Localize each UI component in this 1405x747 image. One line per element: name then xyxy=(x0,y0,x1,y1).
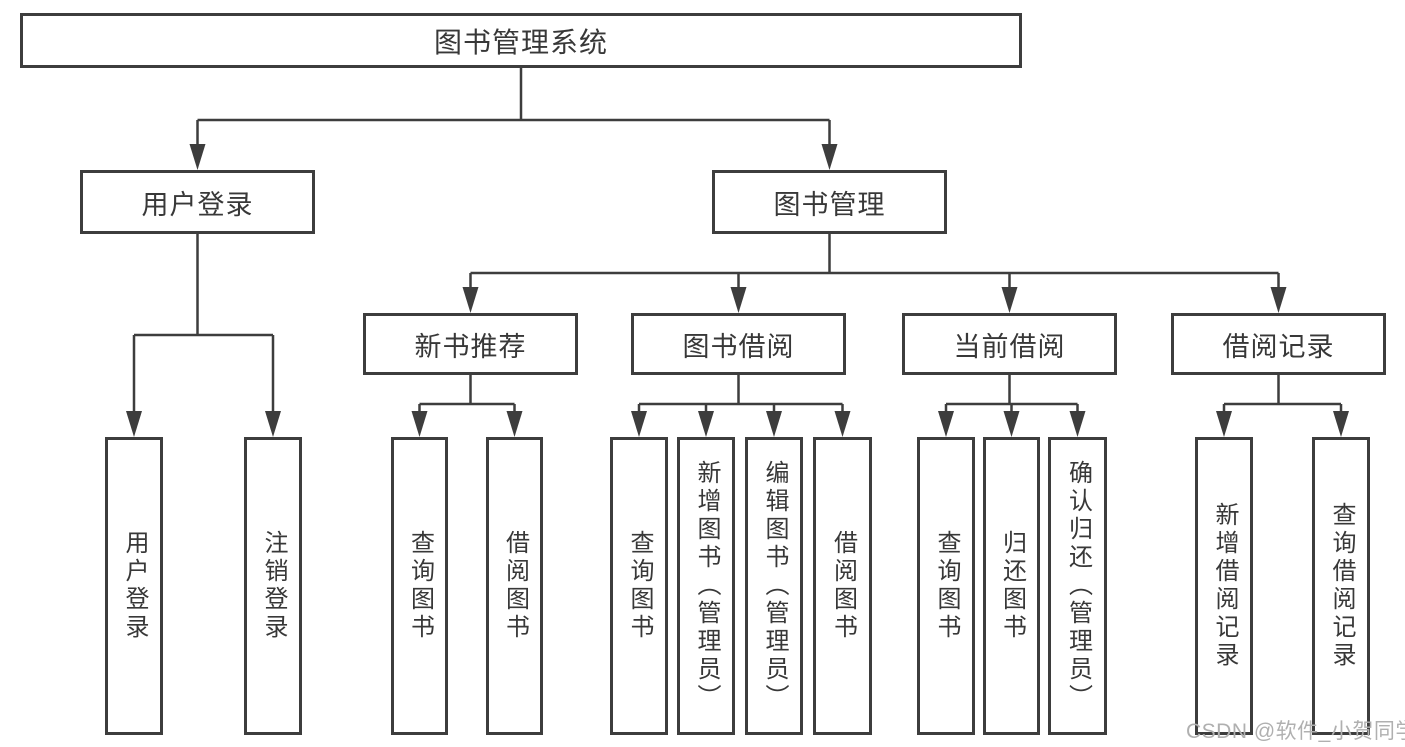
connector-book-mgmt-to-level3 xyxy=(462,234,1287,313)
leaf-br-query-record-label: 查询借阅记录 xyxy=(1328,502,1355,670)
arrowhead xyxy=(698,411,714,437)
node-user-login: 用户登录 xyxy=(80,170,315,234)
arrowhead xyxy=(631,411,647,437)
leaf-br-query-record: 查询借阅记录 xyxy=(1312,437,1370,735)
leaf-logout: 注销登录 xyxy=(244,437,302,735)
leaf-cb-query-books: 查询图书 xyxy=(917,437,975,735)
leaf-logout-label: 注销登录 xyxy=(260,530,287,642)
arrowhead xyxy=(1270,287,1287,313)
node-book-mgmt: 图书管理 xyxy=(712,170,947,234)
leaf-bb-edit-books-admin-label: 编辑图书（管理员） xyxy=(761,460,788,712)
arrowhead xyxy=(766,411,782,437)
arrowhead xyxy=(1001,287,1018,313)
leaf-nbr-borrow-books-label: 借阅图书 xyxy=(501,530,529,642)
arrowhead xyxy=(265,411,281,437)
leaf-nbr-borrow-books: 借阅图书 xyxy=(486,437,543,735)
leaf-bb-query-books-label: 查询图书 xyxy=(626,530,653,642)
arrowhead xyxy=(126,411,142,437)
connector-root-to-level2 xyxy=(189,68,838,170)
leaf-bb-add-books-admin-label: 新增图书（管理员） xyxy=(693,460,720,712)
leaf-cb-query-books-label: 查询图书 xyxy=(933,530,960,642)
leaf-br-add-record-label: 新增借阅记录 xyxy=(1211,502,1238,670)
arrowhead xyxy=(1216,411,1232,437)
node-new-book-rec: 新书推荐 xyxy=(363,313,578,375)
arrowhead xyxy=(1003,411,1020,437)
arrowhead xyxy=(938,411,954,437)
arrowhead xyxy=(834,411,851,437)
csdn-watermark: CSDN @软件_小贺同学 xyxy=(1186,720,1405,743)
node-book-borrow-label: 图书借阅 xyxy=(682,331,795,362)
node-current-borrow-label: 当前借阅 xyxy=(953,331,1066,362)
arrowhead xyxy=(506,411,523,437)
connector-new-book-rec-to-leaves xyxy=(411,375,523,437)
connector-current-borrow-to-leaves xyxy=(938,375,1086,437)
arrowhead xyxy=(462,287,479,313)
leaf-cb-confirm-return-admin: 确认归还（管理员） xyxy=(1048,437,1107,735)
leaf-bb-query-books: 查询图书 xyxy=(610,437,668,735)
node-root: 图书管理系统 xyxy=(20,13,1022,68)
node-user-login-label: 用户登录 xyxy=(141,189,254,220)
node-current-borrow: 当前借阅 xyxy=(902,313,1117,375)
arrowhead xyxy=(189,144,206,170)
leaf-cb-confirm-return-admin-label: 确认归还（管理员） xyxy=(1064,460,1092,712)
arrowhead xyxy=(411,411,428,437)
connector-user-login-to-leaves xyxy=(126,234,281,437)
arrowhead xyxy=(821,144,838,170)
arrowhead xyxy=(730,287,747,313)
node-book-borrow: 图书借阅 xyxy=(631,313,846,375)
node-borrow-records: 借阅记录 xyxy=(1171,313,1386,375)
leaf-br-add-record: 新增借阅记录 xyxy=(1195,437,1253,735)
node-new-book-rec-label: 新书推荐 xyxy=(414,331,527,362)
node-root-label: 图书管理系统 xyxy=(433,26,608,58)
leaf-bb-borrow-books-label: 借阅图书 xyxy=(829,530,857,642)
leaf-cb-return-books: 归还图书 xyxy=(983,437,1040,735)
leaf-user-login-label: 用户登录 xyxy=(121,530,148,642)
connector-book-borrow-to-leaves xyxy=(631,375,851,437)
connector-borrow-records-to-leaves xyxy=(1216,375,1349,437)
arrowhead xyxy=(1333,411,1349,437)
leaf-user-login: 用户登录 xyxy=(105,437,163,735)
leaf-cb-return-books-label: 归还图书 xyxy=(998,530,1026,642)
node-borrow-records-label: 借阅记录 xyxy=(1222,331,1335,362)
leaf-bb-edit-books-admin: 编辑图书（管理员） xyxy=(745,437,803,735)
node-book-mgmt-label: 图书管理 xyxy=(773,189,886,220)
leaf-bb-borrow-books: 借阅图书 xyxy=(813,437,872,735)
arrowhead xyxy=(1069,411,1086,437)
leaf-nbr-query-books: 查询图书 xyxy=(391,437,448,735)
leaf-nbr-query-books-label: 查询图书 xyxy=(406,530,434,642)
leaf-bb-add-books-admin: 新增图书（管理员） xyxy=(677,437,735,735)
